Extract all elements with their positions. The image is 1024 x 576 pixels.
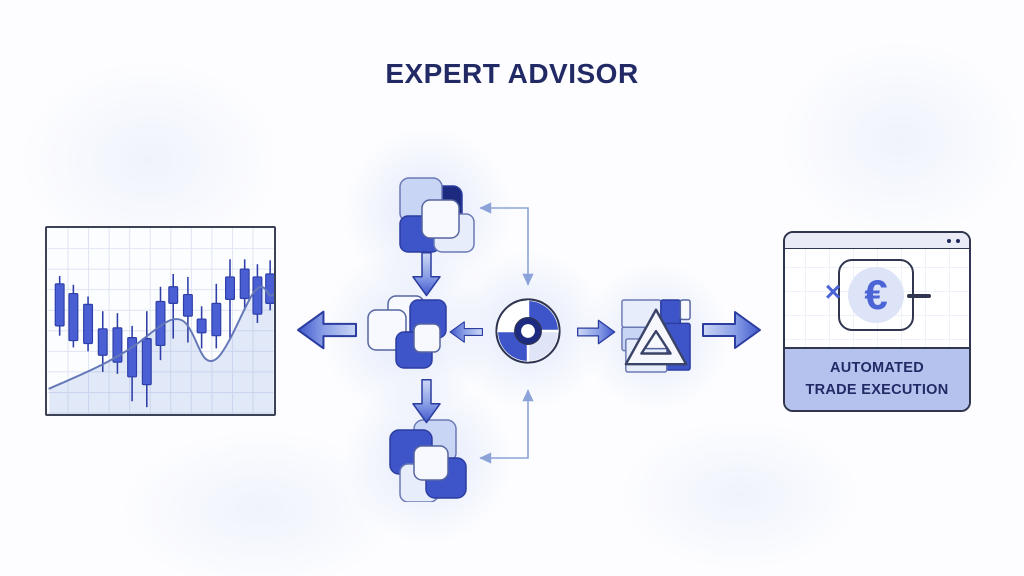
arrow-right-icon (577, 319, 616, 345)
window-dot-icon (947, 238, 951, 243)
expert-advisor-core-icon (495, 298, 561, 364)
window-footer-band: AUTOMATED TRADE EXECUTION (785, 347, 969, 410)
strategy-modules-icon (367, 295, 447, 369)
indicator-delta-icon (621, 299, 691, 373)
arrow-right-icon (702, 311, 761, 349)
glow (620, 420, 860, 570)
glow (120, 430, 400, 576)
data-modules-icon (399, 177, 475, 253)
window-content: € × (785, 249, 969, 347)
euro-icon: € (848, 267, 904, 323)
feedback-connectors (479, 202, 534, 464)
connector-bottom (479, 389, 534, 464)
window-titlebar (785, 233, 969, 249)
footer-label-line1: AUTOMATED (830, 360, 924, 377)
arrow-left-icon (297, 310, 357, 350)
minus-icon (907, 294, 931, 298)
signal-modules-icon (389, 419, 467, 502)
trade-execution-window: € × AUTOMATED TRADE EXECUTION (783, 231, 971, 412)
candlestick-chart-icon (47, 228, 274, 414)
connector-top (479, 202, 534, 286)
footer-label-line2: TRADE EXECUTION (805, 381, 949, 398)
page-title: EXPERT ADVISOR (385, 58, 639, 89)
market-chart-panel (45, 226, 276, 416)
window-dot-icon (956, 238, 960, 243)
multiply-icon: × (824, 276, 842, 307)
